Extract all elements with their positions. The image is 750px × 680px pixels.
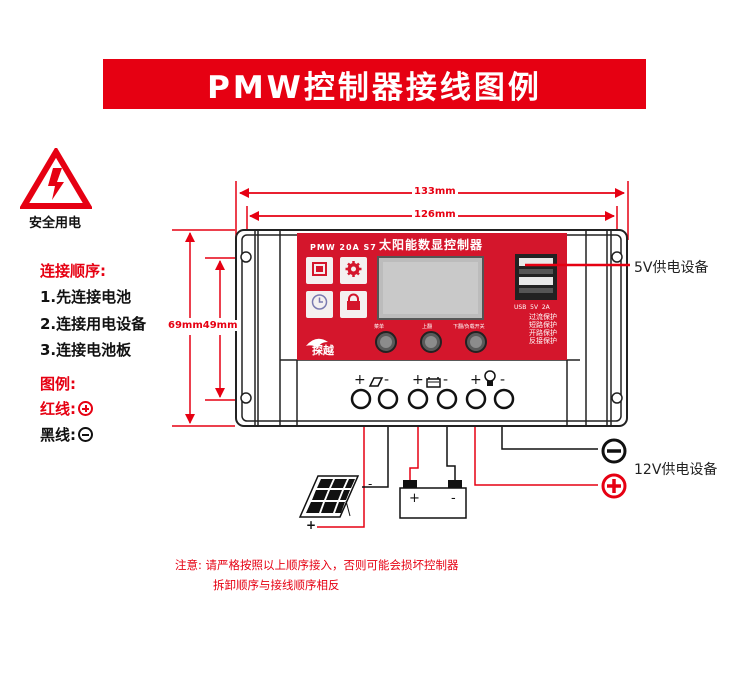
mount-hole bbox=[611, 251, 623, 263]
sequence-step: 3.连接电池板 bbox=[40, 341, 132, 359]
terminal-solar-plus bbox=[350, 388, 372, 410]
mcu-chip-icon bbox=[306, 257, 333, 284]
dimension-inner-height: 49mm bbox=[202, 320, 238, 331]
dimension-inner-width: 126mm bbox=[412, 209, 458, 220]
load-minus-sign: - bbox=[500, 372, 506, 388]
battery-plus-wire bbox=[409, 427, 419, 480]
battery-icon bbox=[426, 377, 441, 388]
sequence-step: 2.连接用电设备 bbox=[40, 315, 147, 333]
solar-plus-wire bbox=[317, 427, 365, 528]
sequence-title: 连接顺序: bbox=[40, 262, 106, 280]
solar-plus-sign: + bbox=[354, 372, 366, 388]
battery-plus-label: + bbox=[409, 491, 420, 506]
dimension-height-outer bbox=[172, 229, 235, 427]
brand-logo-icon bbox=[306, 338, 328, 348]
solar-panel-icon bbox=[298, 475, 360, 518]
protection-item: 过流保护 bbox=[529, 313, 557, 321]
usb-device-label: 5V供电设备 bbox=[634, 260, 709, 276]
title-banner: PMW控制器接线图例 bbox=[103, 59, 646, 109]
down-button-label: 下翻/负载开关 bbox=[453, 324, 485, 330]
protection-item: 反接保护 bbox=[529, 337, 557, 345]
safety-label: 安全用电 bbox=[29, 216, 82, 231]
terminal-block bbox=[350, 370, 515, 410]
high-voltage-warning-icon bbox=[20, 148, 92, 209]
front-panel bbox=[297, 233, 567, 360]
lock-icon bbox=[340, 291, 367, 318]
wires bbox=[317, 263, 630, 528]
legend-black-line: 黑线: bbox=[40, 424, 93, 445]
legend-black-label: 黑线: bbox=[40, 426, 76, 444]
minus-circle-icon bbox=[601, 438, 627, 464]
battery-icon bbox=[399, 480, 467, 519]
dimension-outer-width: 133mm bbox=[412, 186, 458, 197]
solar-minus-label: - bbox=[368, 477, 373, 491]
menu-button-label: 菜单 bbox=[374, 324, 385, 330]
minus-circle-icon bbox=[78, 427, 93, 442]
battery-minus-wire bbox=[446, 427, 456, 480]
legend-red-label: 红线: bbox=[40, 400, 76, 418]
terminal-battery-minus bbox=[436, 388, 458, 410]
panel-title: 太阳能数显控制器 bbox=[379, 238, 484, 252]
page-title: PMW控制器接线图例 bbox=[207, 69, 542, 106]
protection-item: 开路保护 bbox=[529, 329, 557, 337]
solar-panel-icon bbox=[368, 377, 384, 387]
mount-hole bbox=[240, 392, 252, 404]
legend-red-line: 红线: bbox=[40, 398, 93, 419]
terminal-load-plus bbox=[465, 388, 487, 410]
clock-icon bbox=[306, 291, 333, 318]
protection-item: 短路保护 bbox=[529, 321, 557, 329]
load-plus-wire bbox=[474, 427, 598, 486]
battery-plus-sign: + bbox=[412, 372, 424, 388]
terminal-load-minus bbox=[493, 388, 515, 410]
usb-label: USB 5V 2A bbox=[514, 304, 550, 311]
load-plus-sign: + bbox=[470, 372, 482, 388]
note-line-2: 拆卸顺序与接线顺序相反 bbox=[213, 578, 340, 592]
dc-device-label: 12V供电设备 bbox=[634, 462, 718, 478]
dimension-outer-height: 69mm bbox=[168, 320, 203, 331]
brand-label: 探越 bbox=[312, 344, 334, 357]
solar-plus-label: + bbox=[306, 518, 317, 532]
mount-hole bbox=[611, 392, 623, 404]
terminal-battery-plus bbox=[407, 388, 429, 410]
solar-minus-sign: - bbox=[384, 372, 390, 388]
mount-hole bbox=[240, 251, 252, 263]
solar-minus-wire bbox=[362, 427, 389, 488]
model-label: PMW 20A S7 bbox=[310, 243, 377, 252]
sequence-step: 1.先连接电池 bbox=[40, 288, 132, 306]
battery-minus-sign: - bbox=[443, 372, 449, 388]
dimension-height-inner bbox=[205, 257, 235, 401]
battery-minus-label: - bbox=[451, 491, 456, 506]
note-line-1: 注意: 请严格按照以上顺序接入，否则可能会损坏控制器 bbox=[175, 558, 459, 572]
protection-list: 过流保护 短路保护 开路保护 反接保护 bbox=[529, 313, 557, 345]
settings-gear-icon bbox=[340, 257, 367, 284]
terminal-solar-minus bbox=[377, 388, 399, 410]
plus-circle-icon bbox=[601, 473, 627, 499]
legend-title: 图例: bbox=[40, 375, 76, 393]
lamp-icon bbox=[484, 370, 496, 386]
usb-port-icon[interactable] bbox=[515, 254, 557, 300]
load-minus-wire bbox=[501, 427, 598, 450]
plus-circle-icon bbox=[78, 401, 93, 416]
up-button-label: 上翻 bbox=[422, 324, 433, 330]
